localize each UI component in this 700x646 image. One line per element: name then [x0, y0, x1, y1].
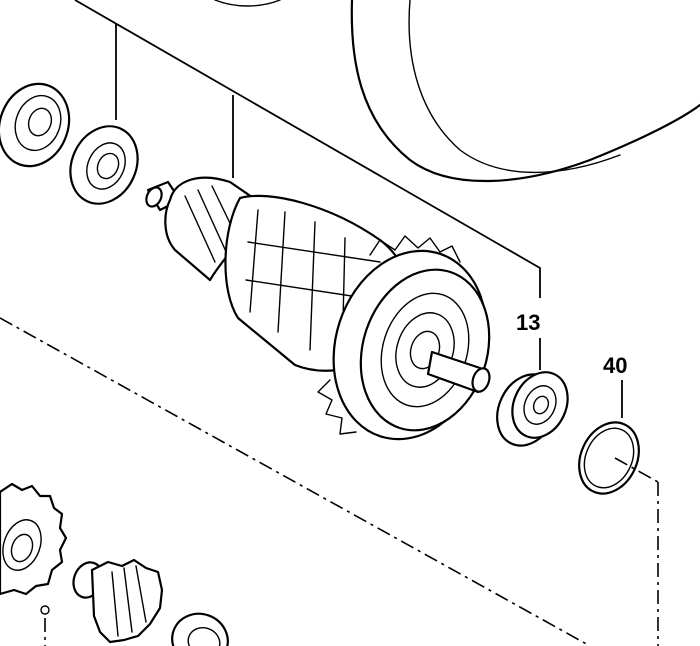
callout-13: 13: [516, 310, 541, 335]
o-ring-40: [578, 421, 640, 495]
bearing-left: [0, 82, 71, 168]
washer-ring: [69, 125, 139, 205]
pinion-gear: [72, 558, 164, 644]
small-bearing-bottom: [171, 612, 229, 646]
leader-lines: [74, 0, 623, 418]
bearing-13: [496, 371, 569, 447]
pin-bottom: [40, 605, 50, 615]
gear-bottom-left: [0, 482, 68, 596]
callout-40: 40: [603, 353, 628, 378]
motor-housing: [214, 0, 700, 183]
armature: [145, 176, 491, 441]
center-axes: [0, 317, 659, 646]
